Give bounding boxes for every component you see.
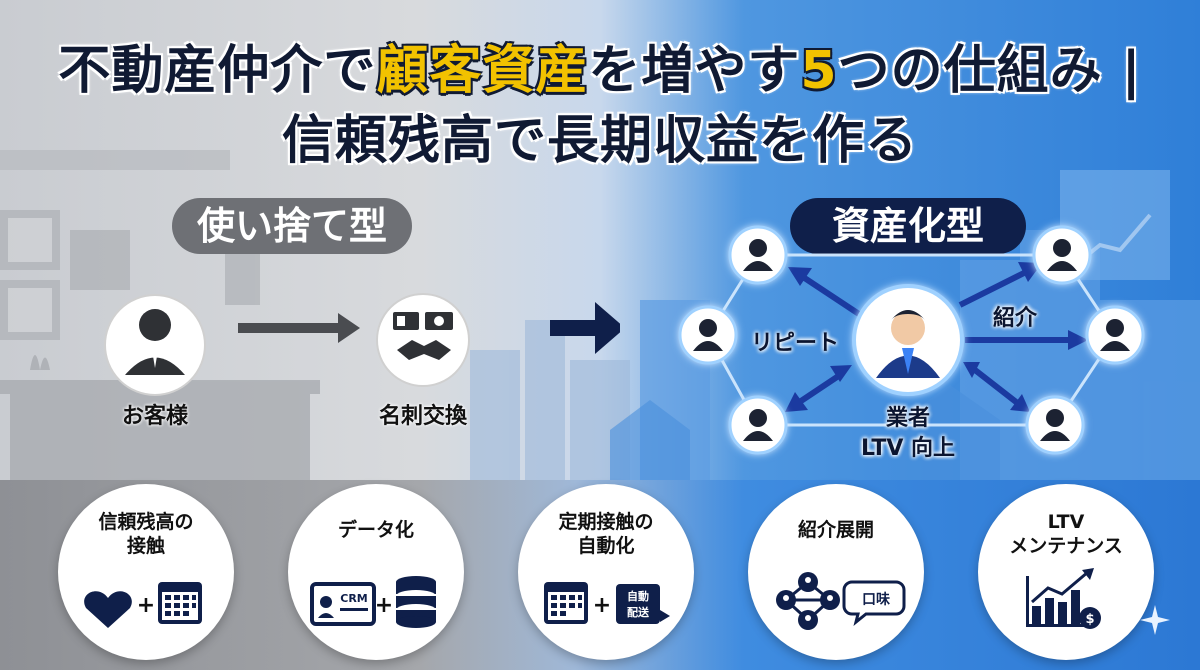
- agent-icon: [852, 284, 964, 396]
- auto-box-text-2: 配送: [627, 605, 650, 619]
- crm-card-text: CRM: [340, 592, 368, 605]
- auto-box-text-1: 自動: [627, 589, 649, 603]
- disposable-type-label: 使い捨て型: [172, 198, 412, 254]
- asset-type-label: 資産化型: [790, 198, 1026, 254]
- network-diagram: [678, 225, 1145, 455]
- svg-text:+: +: [593, 593, 611, 618]
- agent-label: 業者: [885, 406, 930, 431]
- mechanism-auto-contact: 定期接触の 自動化 + 自動 配送: [518, 484, 694, 660]
- exchange-label: 名刺交換: [378, 404, 467, 429]
- page-title-line2: 信頼残高で長期収益を作る: [281, 111, 918, 171]
- left-flow: [104, 293, 620, 396]
- mechanism-1-title-2: 接触: [126, 535, 165, 557]
- page-title-line1: 不動産仲介で顧客資産を増やす5つの仕組み |: [58, 41, 1142, 101]
- mechanism-2-title: データ化: [337, 519, 414, 541]
- customer-icon: [104, 294, 206, 396]
- ltv-label: LTV 向上: [860, 436, 956, 461]
- mechanism-referral: 紹介展開 口味: [748, 484, 924, 660]
- mechanism-5-title-1: LTV: [1047, 511, 1085, 533]
- mechanism-trust-contact: 信頼残高の 接触 +: [58, 484, 234, 660]
- customer-label: お客様: [121, 404, 188, 429]
- svg-text:+: +: [375, 593, 393, 618]
- mechanism-3-title-2: 自動化: [577, 535, 635, 557]
- repeat-label: リピート: [750, 331, 839, 356]
- coin-text: $: [1085, 612, 1094, 627]
- mechanism-data: データ化 CRM +: [288, 484, 464, 660]
- referral-label: 紹介: [992, 306, 1037, 331]
- network-people: [678, 225, 1145, 455]
- mechanism-5-title-2: メンテナンス: [1009, 535, 1123, 557]
- growth-chart-icon: $: [1026, 568, 1101, 629]
- handshake-icon: [376, 293, 470, 387]
- calendar-auto-send-icon: + 自動 配送: [544, 582, 670, 624]
- mechanism-ltv-maintenance: LTV メンテナンス $: [978, 484, 1154, 660]
- sparkle-icon: [1140, 605, 1170, 635]
- heart-calendar-icon: +: [84, 582, 202, 628]
- referral-bubble-text: 口味: [862, 592, 890, 608]
- mechanism-3-title-1: 定期接触の: [558, 511, 654, 533]
- mechanism-1-title-1: 信頼残高の: [98, 511, 194, 533]
- left-arrow-icon: [238, 313, 360, 343]
- crm-database-icon: CRM +: [310, 576, 436, 628]
- svg-text:+: +: [137, 593, 155, 618]
- transition-arrow-icon: [550, 302, 620, 354]
- mechanism-4-title: 紹介展開: [797, 519, 874, 541]
- referral-network-icon: 口味: [776, 572, 906, 630]
